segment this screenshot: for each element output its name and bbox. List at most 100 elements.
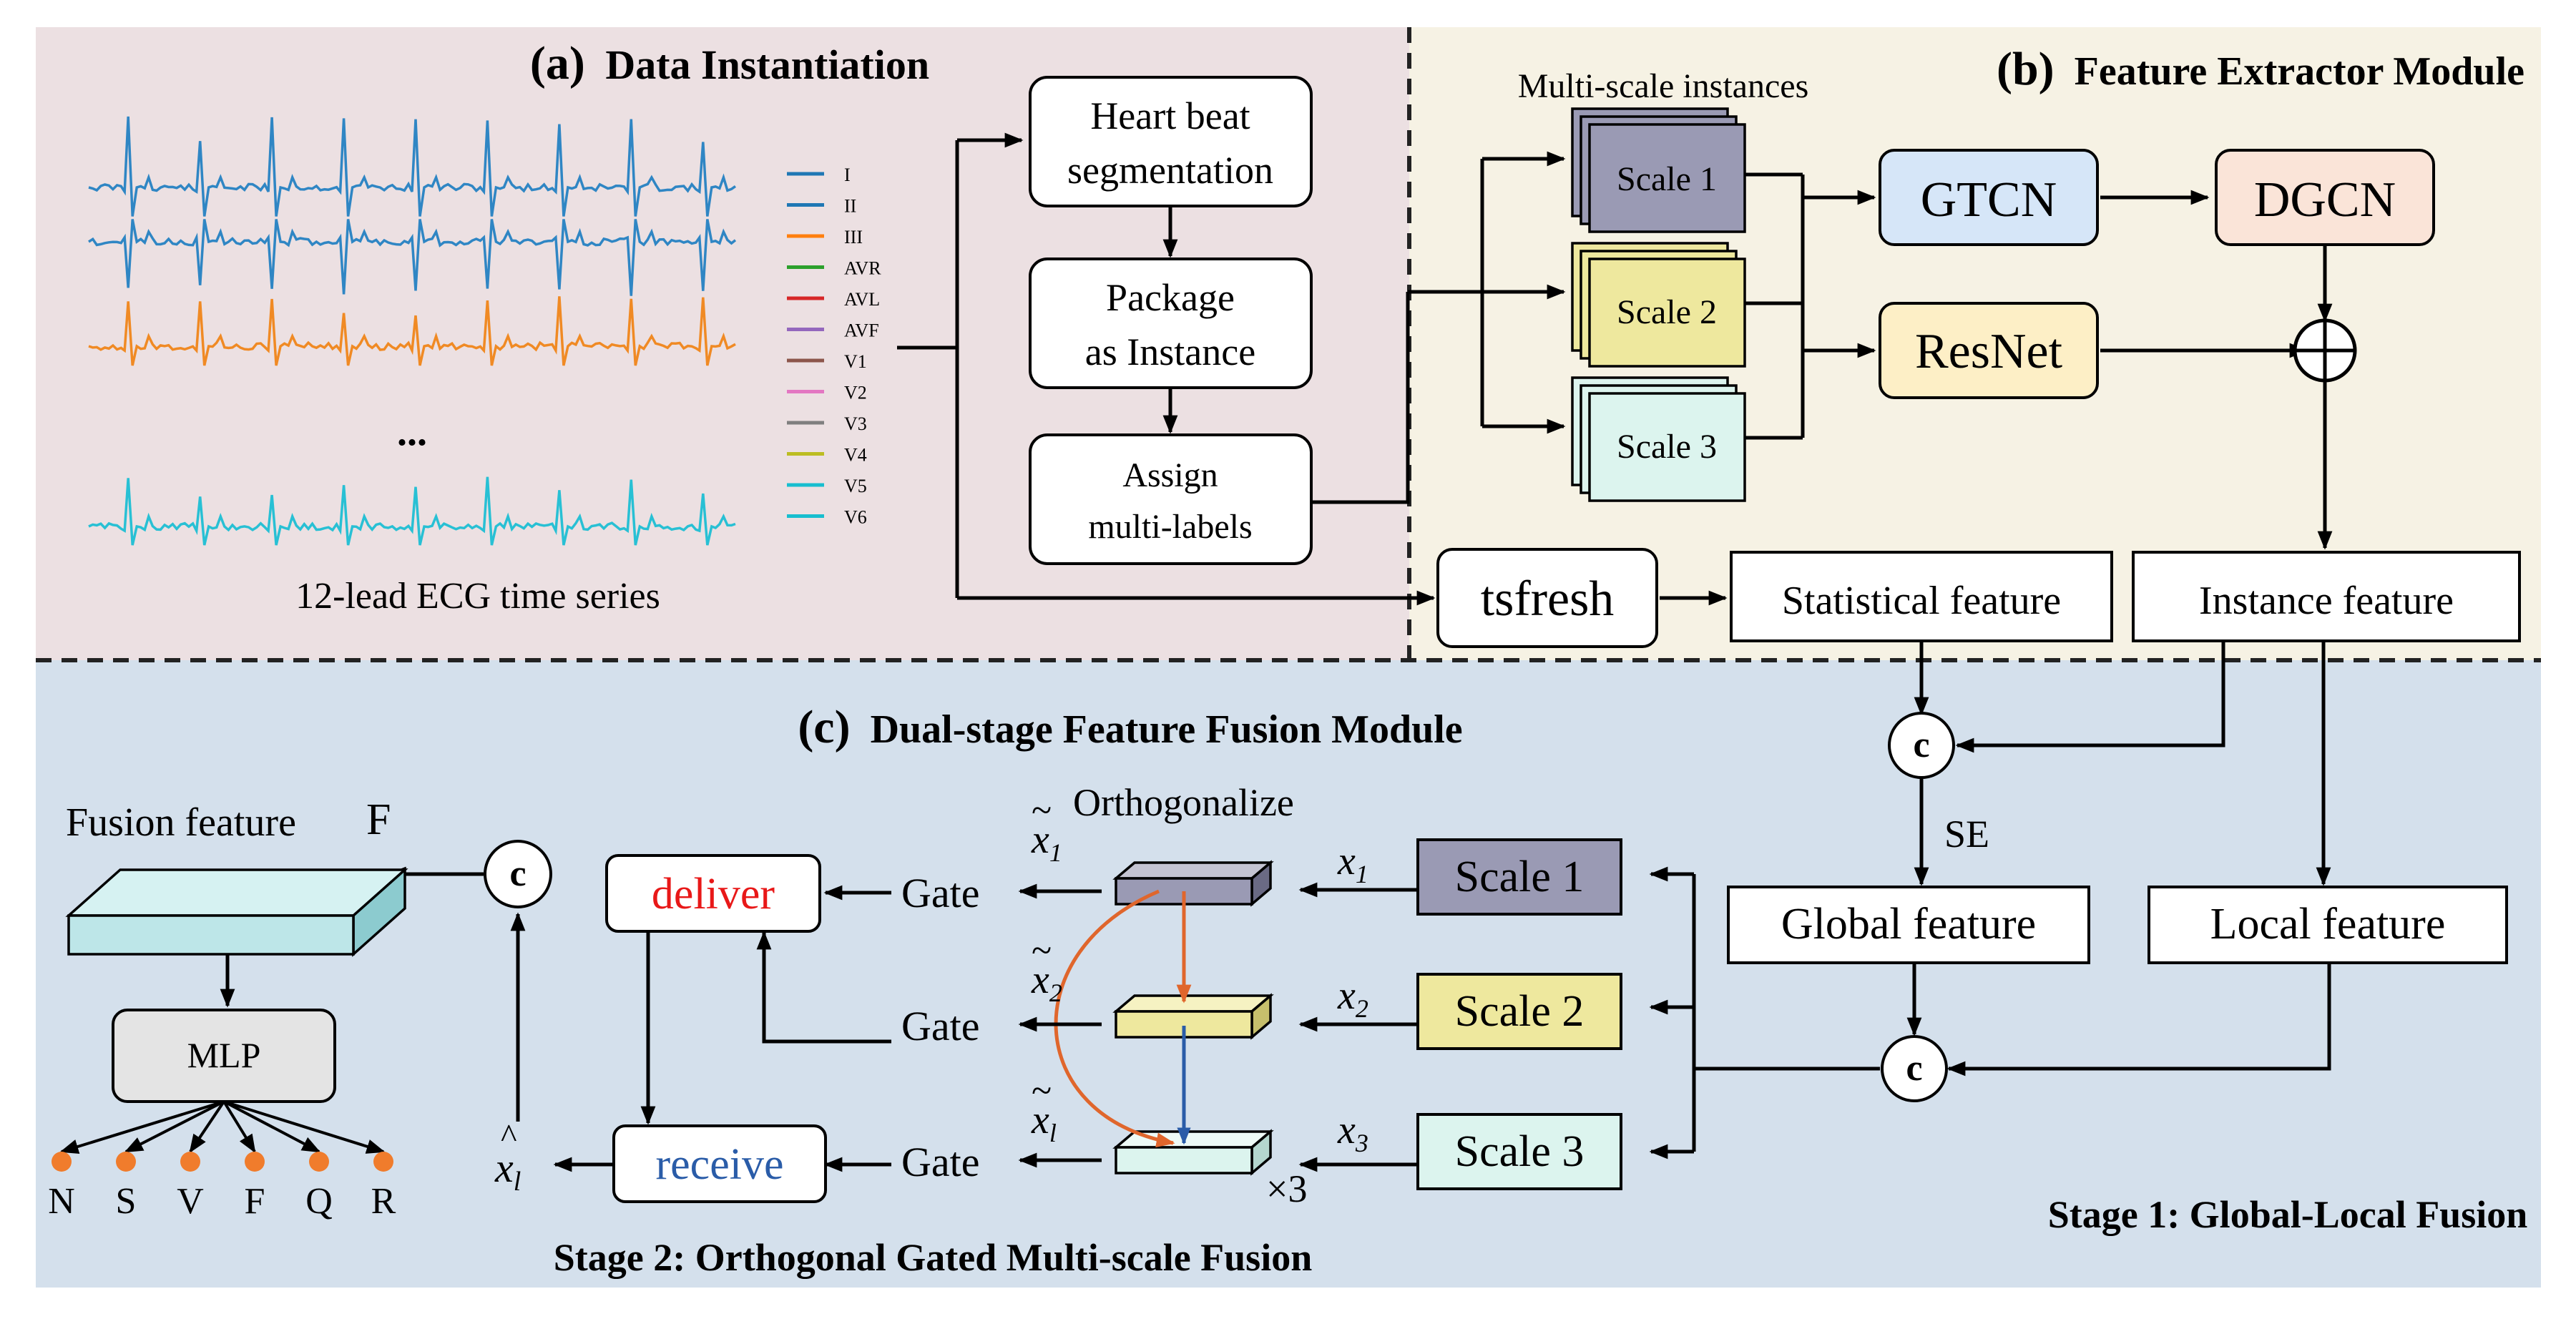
svg-text:x2: x2 <box>1031 958 1062 1007</box>
x1-label: x1 <box>1337 839 1368 888</box>
svg-text:~: ~ <box>1032 931 1052 971</box>
class-label-n: N <box>48 1181 75 1222</box>
slab-3 <box>1112 1129 1274 1176</box>
hat-xl-hat: ^ <box>501 1117 517 1155</box>
receive-box: receive <box>612 1124 827 1203</box>
fusion-feature-label: Fusion feature <box>66 800 296 845</box>
times-3-label: ×3 <box>1266 1167 1307 1210</box>
svg-text:~: ~ <box>1032 790 1052 831</box>
slab-to-gate-arrows <box>1018 883 1102 1168</box>
svg-text:GTCN: GTCN <box>1921 172 2057 227</box>
panel-b-title: (b) Feature Extractor Module <box>1997 43 2524 95</box>
ecg-trace-lead-3 <box>88 296 736 366</box>
svg-text:c: c <box>509 853 526 894</box>
svg-text:Scale 2: Scale 2 <box>1455 987 1585 1036</box>
x3-label: x3 <box>1337 1108 1368 1157</box>
concat-node-top: c <box>1888 712 1955 779</box>
legend-label-avl: AVL <box>844 289 880 310</box>
legend-label-avr: AVR <box>844 258 881 279</box>
tilde-xl-label: ~ xl <box>1031 1071 1057 1147</box>
output-node-n <box>52 1152 72 1172</box>
svg-text:Scale 3: Scale 3 <box>1617 428 1717 466</box>
class-label-v: V <box>177 1181 204 1222</box>
legend-label-iii: III <box>844 227 863 247</box>
legend-label-v5: V5 <box>844 476 867 496</box>
panel-b-title-text: Feature Extractor Module <box>2075 49 2524 94</box>
concat-node-fusion: c <box>484 840 552 908</box>
assign-labels-box: Assign multi-labels <box>1029 433 1313 565</box>
svg-text:Scale 1: Scale 1 <box>1455 853 1585 901</box>
ecg-traces <box>88 116 737 546</box>
legend-label-v2: V2 <box>844 383 867 403</box>
output-arrow-n <box>59 1100 225 1154</box>
x2-label: x2 <box>1337 974 1368 1023</box>
statistical-feature-box: Statistical feature <box>1730 551 2113 642</box>
legend-label-v1: V1 <box>844 351 867 372</box>
stage1-label: Stage 1: Global-Local Fusion <box>2048 1193 2528 1236</box>
class-label-f: F <box>245 1181 265 1222</box>
instance-connectors <box>1311 151 1566 504</box>
class-label-q: Q <box>305 1181 333 1222</box>
svg-text:Package: Package <box>1106 276 1235 319</box>
slab-2 <box>1112 993 1274 1040</box>
legend-label-v6: V6 <box>844 507 867 528</box>
legend-label-avf: AVF <box>844 320 879 341</box>
gate-label-1: Gate <box>901 870 980 916</box>
mlp-box: MLP <box>112 1009 336 1103</box>
legend-label-v4: V4 <box>844 445 867 466</box>
panel-c-title-text: Dual-stage Feature Fusion Module <box>871 707 1463 752</box>
output-arrow-f <box>222 1100 256 1154</box>
ecg-caption: 12-lead ECG time series <box>295 576 660 617</box>
svg-text:as Instance: as Instance <box>1085 330 1255 373</box>
dgcn-box: DGCN <box>2215 149 2435 246</box>
segmentation-box: Heart beat segmentation <box>1029 76 1313 207</box>
panel-b-title-prefix: (b) <box>1997 43 2055 95</box>
svg-text:Instance feature: Instance feature <box>2199 579 2454 623</box>
output-arrow-r <box>223 1100 386 1154</box>
fusion-feature-symbol: F <box>366 795 391 844</box>
slab-1 <box>1112 860 1274 907</box>
output-arrow-v <box>189 1100 225 1154</box>
svg-text:DGCN: DGCN <box>2254 172 2396 227</box>
tilde-x1-label: ~ x1 <box>1031 790 1062 867</box>
orthogonalize-label: Orthogonalize <box>1073 781 1294 824</box>
svg-text:c: c <box>1906 1048 1922 1089</box>
scale-2-box: Scale 2 <box>1416 973 1622 1050</box>
gate-label-3: Gate <box>901 1139 980 1185</box>
ecg-connectors <box>897 132 1436 606</box>
panel-c-background <box>36 660 2541 1288</box>
scale-to-slab-arrows <box>1298 882 1418 1172</box>
panel-a-title: (a) Data Instantiation <box>530 37 929 89</box>
svg-text:xl: xl <box>1031 1098 1057 1147</box>
output-node-s <box>116 1152 136 1172</box>
orthogonalize-arrows <box>1054 889 1192 1148</box>
output-node-v <box>180 1152 200 1172</box>
legend-label-v3: V3 <box>844 413 867 434</box>
panel-c-title-prefix: (c) <box>798 701 850 753</box>
se-label: SE <box>1944 813 1989 855</box>
concat-node-bottom: c <box>1881 1035 1948 1102</box>
instance-feature-box: Instance feature <box>2132 551 2521 642</box>
ecg-ellipsis: ... <box>397 410 427 454</box>
stage1-connectors <box>1649 641 2331 1159</box>
hat-xl-label: xl <box>494 1144 521 1197</box>
ecg-trace-lead-1 <box>88 116 737 217</box>
output-node-q <box>309 1152 329 1172</box>
output-node-r <box>373 1152 393 1172</box>
svg-text:receive: receive <box>656 1140 784 1189</box>
output-node-f <box>245 1152 265 1172</box>
svg-text:segmentation: segmentation <box>1067 149 1273 192</box>
svg-text:Local feature: Local feature <box>2210 900 2446 948</box>
panel-a-title-text: Data Instantiation <box>605 41 929 88</box>
svg-text:Global feature: Global feature <box>1781 900 2036 948</box>
svg-text:Scale 2: Scale 2 <box>1617 293 1717 331</box>
panel-c-title: (c) Dual-stage Feature Fusion Module <box>798 701 1462 753</box>
svg-text:tsfresh: tsfresh <box>1481 572 1615 627</box>
network-connectors <box>1660 172 2333 606</box>
gate-label-2: Gate <box>901 1003 980 1049</box>
elementwise-sum-icon <box>2293 318 2357 383</box>
